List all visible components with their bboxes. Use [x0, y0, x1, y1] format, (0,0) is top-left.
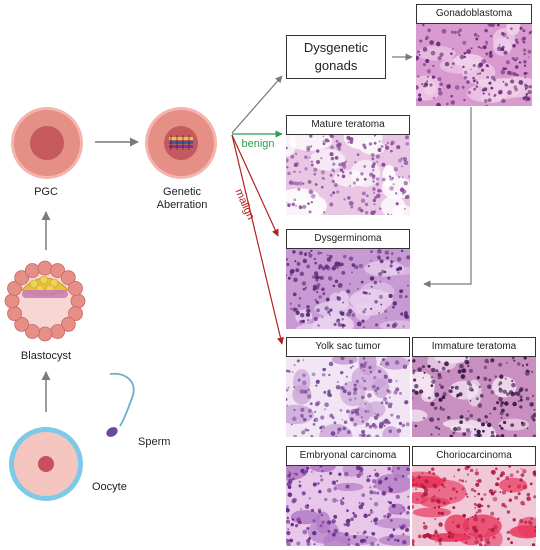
genetic-aberration-line1: Genetic	[163, 186, 201, 198]
dysgenetic-gonads-box: Dysgenetic gonads	[286, 35, 386, 79]
yolk-sac-tumor-histology-image	[286, 357, 410, 437]
gonadoblastoma-title: Gonadoblastoma	[416, 4, 532, 24]
embryonal-carcinoma-title: Embryonal carcinoma	[286, 446, 410, 466]
genetic-aberration-label: Genetic Aberration	[146, 186, 218, 212]
pgc-label: PGC	[34, 186, 58, 198]
chromosome-icon	[169, 135, 193, 150]
immature-teratoma-histology-image	[412, 357, 536, 437]
blastocyst-icon	[4, 260, 86, 342]
sperm-label: Sperm	[138, 436, 171, 448]
blastocyst-label: Blastocyst	[20, 350, 72, 362]
dysgenetic-line1: Dysgenetic	[303, 40, 369, 55]
arrow-to-dysgenetic	[231, 75, 283, 134]
genetic-aberration-cell-icon	[145, 107, 217, 179]
yolk-sac-tumor-title: Yolk sac tumor	[286, 337, 410, 357]
arrow-malign-dysgerminoma	[231, 134, 279, 237]
choriocarcinoma-title: Choriocarcinoma	[412, 446, 536, 466]
benign-label: benign	[241, 138, 275, 150]
mature-teratoma-title: Mature teratoma	[286, 115, 410, 135]
dysgerminoma-title: Dysgerminoma	[286, 229, 410, 249]
choriocarcinoma-histology-image	[412, 466, 536, 546]
oocyte-icon	[9, 427, 83, 501]
mature-teratoma-histology-image	[286, 135, 410, 215]
embryonal-carcinoma-histology-image	[286, 466, 410, 546]
dysgerminoma-histology-image	[286, 249, 410, 329]
arrow-gonadoblastoma-to-dysgerminoma	[423, 107, 472, 288]
genetic-aberration-line2: Aberration	[156, 199, 208, 211]
gonadoblastoma-histology-image	[416, 24, 532, 106]
immature-teratoma-title: Immature teratoma	[412, 337, 536, 357]
arrow-malign-yolk-sac	[231, 134, 284, 345]
dysgenetic-line2: gonads	[314, 58, 358, 73]
sperm-icon	[106, 372, 135, 437]
pgc-cell-icon	[11, 107, 83, 179]
oocyte-label: Oocyte	[92, 481, 127, 493]
